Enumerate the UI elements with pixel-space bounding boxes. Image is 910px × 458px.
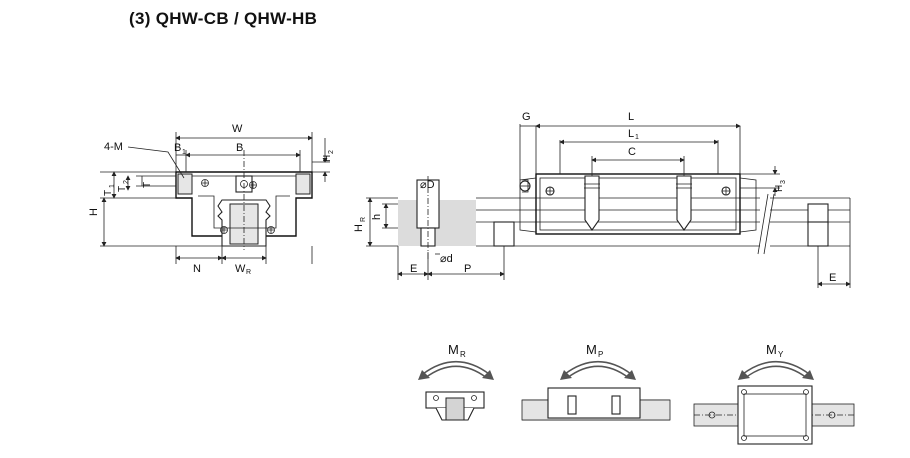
dim-h3-label: H bbox=[774, 185, 785, 192]
moment-mr-label: M bbox=[448, 342, 459, 357]
dim-l1-label: L bbox=[628, 128, 634, 140]
svg-text:Y: Y bbox=[778, 350, 784, 359]
svg-text:3: 3 bbox=[780, 180, 787, 184]
svg-text:R: R bbox=[460, 350, 466, 359]
dim-t-label: T bbox=[142, 182, 153, 188]
moment-mr: M R bbox=[418, 342, 494, 421]
dim-c-label: C bbox=[628, 146, 636, 158]
svg-text:P: P bbox=[598, 350, 603, 359]
moment-my-label: M bbox=[766, 342, 777, 357]
label-4m: 4-M bbox=[104, 141, 123, 153]
dim-h-label: H bbox=[88, 208, 100, 216]
moment-my: M Y bbox=[693, 342, 855, 445]
dim-l-label: L bbox=[628, 111, 634, 123]
dim-h-small-label: h bbox=[371, 214, 383, 220]
dim-e-right-label: E bbox=[829, 272, 836, 284]
page-title: (3) QHW-CB / QHW-HB bbox=[129, 9, 318, 28]
svg-text:1: 1 bbox=[182, 149, 186, 156]
side-block bbox=[535, 173, 741, 235]
dim-phi-d-big: ⌀D bbox=[420, 179, 435, 191]
front-flange-right bbox=[295, 173, 311, 195]
dim-n-label: N bbox=[193, 263, 201, 275]
dim-g-label: G bbox=[522, 111, 531, 123]
dim-t1-label: T bbox=[103, 190, 114, 196]
svg-text:1: 1 bbox=[109, 184, 116, 188]
front-block-outline bbox=[175, 171, 313, 237]
tapped-holes bbox=[584, 175, 692, 231]
dim-h2-label: H bbox=[322, 155, 333, 162]
svg-text:1: 1 bbox=[635, 134, 639, 141]
dim-b1-label: B bbox=[174, 142, 181, 154]
dim-t2-label: T bbox=[117, 186, 128, 192]
grease-nipple bbox=[519, 179, 531, 193]
svg-text:2: 2 bbox=[328, 150, 335, 154]
dim-hr-label: H bbox=[353, 224, 365, 232]
dim-w-label: W bbox=[232, 123, 243, 135]
dim-b-label: B bbox=[236, 142, 243, 154]
dim-e-label: E bbox=[410, 263, 417, 275]
moment-mp-label: M bbox=[586, 342, 597, 357]
break-mark bbox=[757, 193, 775, 255]
front-view: W B B 1 4-M H 2 H T 1 T 2 T N W bbox=[88, 123, 335, 276]
front-flange-left bbox=[177, 173, 193, 195]
dim-p-label: P bbox=[464, 263, 471, 275]
side-view: L L 1 C G H 3 ⌀D H R h ⌀d E P bbox=[353, 111, 851, 288]
svg-text:R: R bbox=[360, 217, 367, 222]
dim-phi-d-small: ⌀d bbox=[440, 253, 453, 265]
svg-text:R: R bbox=[246, 269, 251, 276]
svg-text:2: 2 bbox=[123, 180, 130, 184]
front-screws bbox=[201, 179, 275, 234]
dim-wr-label: W bbox=[235, 263, 246, 275]
moment-mp: M P bbox=[521, 342, 671, 421]
